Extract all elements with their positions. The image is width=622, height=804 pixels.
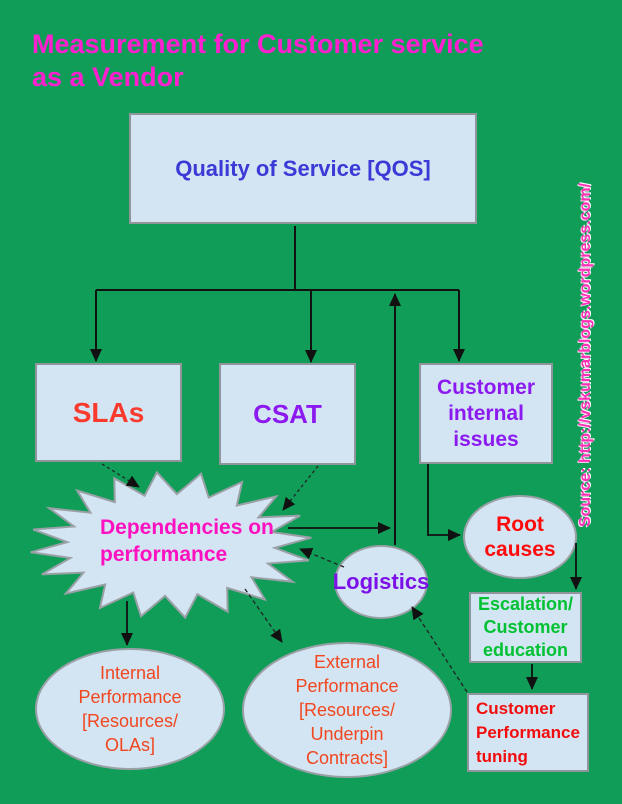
node-cpt-line: Performance [476, 722, 580, 742]
node-customer-internal-issues-line: issues [453, 427, 519, 451]
node-root-causes-line: Root [496, 513, 544, 536]
node-dependencies-line: Dependencies on [100, 516, 274, 539]
node-internal-performance-line: [Resources/ [81, 711, 179, 731]
node-slas: SLAs [35, 363, 182, 462]
node-root-causes-line: causes [484, 538, 556, 561]
node-internal-performance-line: Internal [99, 663, 161, 683]
source-credit: Source: http://vskumarblogs.wordpress.co… [577, 182, 594, 528]
node-internal-performance: Internal Performance [Resources/ OLAs] [35, 648, 225, 770]
node-cpt-line: Customer [476, 698, 556, 718]
node-logistics-label: Logistics [332, 569, 430, 594]
dependencies-starburst [30, 470, 312, 620]
node-csat: CSAT [219, 363, 356, 465]
node-cpt-line: tuning [476, 746, 528, 766]
node-root-causes: Root causes [463, 495, 577, 579]
node-external-performance: External Performance [Resources/ Underpi… [242, 642, 452, 778]
node-escalation-line: Customer [483, 617, 568, 637]
node-quality-of-service-label: Quality of Service [QOS] [175, 155, 431, 181]
page-title-line2: as a Vendor [32, 62, 184, 92]
node-escalation-line: education [482, 640, 568, 660]
node-dependencies-label: Dependencies on performance [100, 514, 300, 568]
node-customer-internal-issues-line: internal [448, 401, 524, 425]
node-escalation-line: Escalation/ [477, 594, 574, 614]
node-customer-internal-issues-line: Customer [436, 375, 536, 399]
node-internal-performance-line: OLAs] [104, 735, 156, 755]
node-customer-performance-tuning: Customer Performance tuning [467, 693, 589, 772]
node-dependencies-line: performance [100, 543, 228, 566]
page-title-line1: Measurement for Customer service [32, 29, 484, 59]
node-csat-label: CSAT [253, 398, 322, 429]
node-escalation-customer-education: Escalation/ Customer education [469, 592, 582, 663]
page-title: Measurement for Customer service as a Ve… [32, 28, 592, 94]
node-external-performance-line: [Resources/ [298, 700, 396, 720]
node-external-performance-line: Contracts] [305, 748, 389, 768]
node-internal-performance-line: Performance [78, 687, 182, 707]
node-external-performance-line: Underpin [310, 724, 384, 744]
node-quality-of-service: Quality of Service [QOS] [129, 113, 477, 224]
node-slas-label: SLAs [72, 396, 145, 428]
node-external-performance-line: Performance [295, 676, 399, 696]
node-logistics: Logistics [332, 545, 430, 619]
node-external-performance-line: External [313, 652, 381, 672]
node-customer-internal-issues: Customer internal issues [419, 363, 553, 464]
